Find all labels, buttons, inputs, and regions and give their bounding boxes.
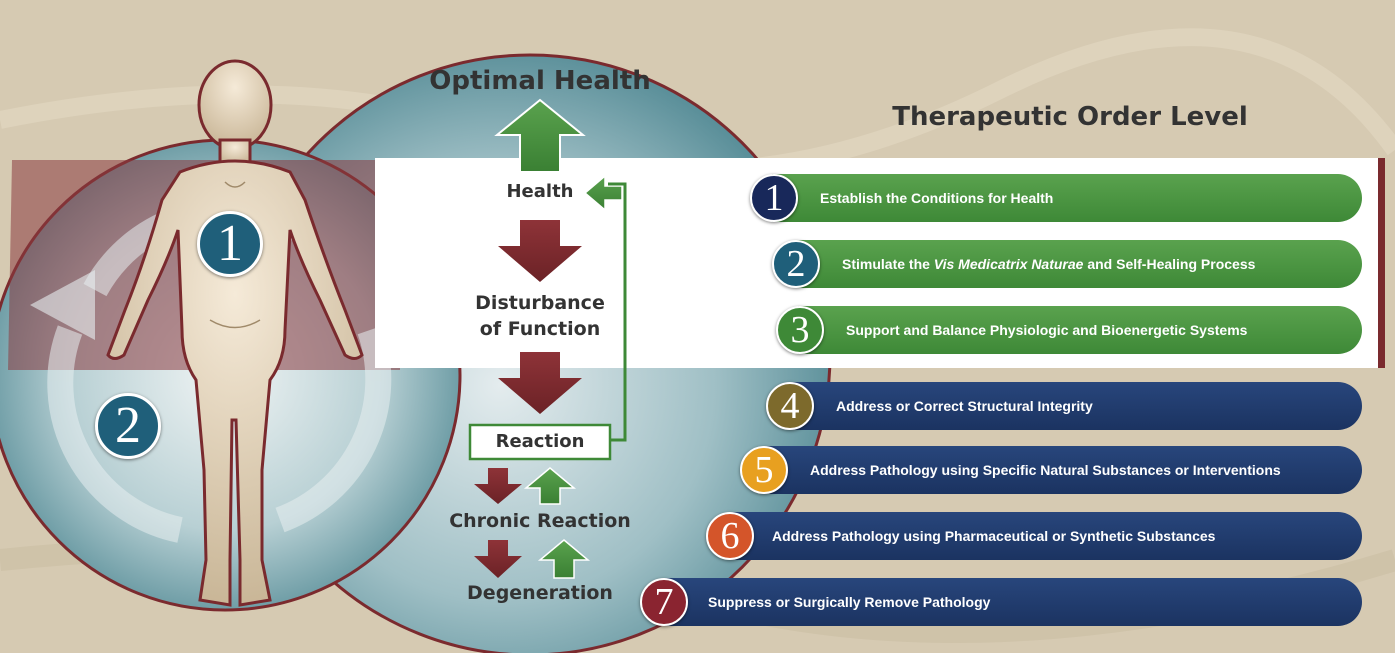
level-3-badge: 3 xyxy=(776,306,824,354)
flow-chronic-reaction: Chronic Reaction xyxy=(449,510,631,532)
down-arrow-1 xyxy=(498,220,582,282)
flow-reaction: Reaction xyxy=(495,431,585,452)
left-arrow-health xyxy=(583,174,623,212)
level-5-text: Address Pathology using Specific Natural… xyxy=(810,462,1281,478)
body-marker-1: 1 xyxy=(197,211,263,277)
level-4-bar: Address or Correct Structural Integrity xyxy=(790,382,1362,430)
flow-health: Health xyxy=(506,181,574,202)
flow-degeneration: Degeneration xyxy=(467,582,613,604)
down-arrow-2 xyxy=(498,352,582,414)
down-arrow-4 xyxy=(474,540,522,578)
flow-disturbance-2: of Function xyxy=(479,318,601,340)
level-7-text: Suppress or Surgically Remove Pathology xyxy=(708,594,991,610)
level-6-bar: Address Pathology using Pharmaceutical o… xyxy=(730,512,1362,560)
human-figure xyxy=(106,59,364,607)
reaction-box xyxy=(468,423,612,461)
level-3-text: Support and Balance Physiologic and Bioe… xyxy=(846,322,1248,338)
up-arrow-optimal xyxy=(494,98,586,173)
level-2-badge: 2 xyxy=(772,240,820,288)
level-2-bar: Stimulate the Vis Medicatrix Naturae and… xyxy=(796,240,1362,288)
section-title: Therapeutic Order Level xyxy=(892,102,1248,132)
level-2-text: Stimulate the Vis Medicatrix Naturae and… xyxy=(842,256,1256,272)
optimal-health-title: Optimal Health xyxy=(429,66,651,96)
level-1-text: Establish the Conditions for Health xyxy=(820,190,1054,206)
level-5-badge: 5 xyxy=(740,446,788,494)
level-4-text: Address or Correct Structural Integrity xyxy=(836,398,1093,414)
level-3-bar: Support and Balance Physiologic and Bioe… xyxy=(798,306,1362,354)
level-4-badge: 4 xyxy=(766,382,814,430)
level-6-badge: 6 xyxy=(706,512,754,560)
up-arrow-3 xyxy=(523,467,577,505)
level-1-bar: Establish the Conditions for Health xyxy=(772,174,1362,222)
level-6-text: Address Pathology using Pharmaceutical o… xyxy=(772,528,1216,544)
up-arrow-4 xyxy=(537,539,591,579)
level-5-bar: Address Pathology using Specific Natural… xyxy=(764,446,1362,494)
body-marker-2: 2 xyxy=(95,393,161,459)
level-7-bar: Suppress or Surgically Remove Pathology xyxy=(664,578,1362,626)
vis-medicatrix-naturae: Vis Medicatrix Naturae xyxy=(933,256,1084,272)
level-7-badge: 7 xyxy=(640,578,688,626)
flow-disturbance-1: Disturbance xyxy=(475,292,605,314)
down-arrow-3 xyxy=(474,468,522,504)
level-1-badge: 1 xyxy=(750,174,798,222)
